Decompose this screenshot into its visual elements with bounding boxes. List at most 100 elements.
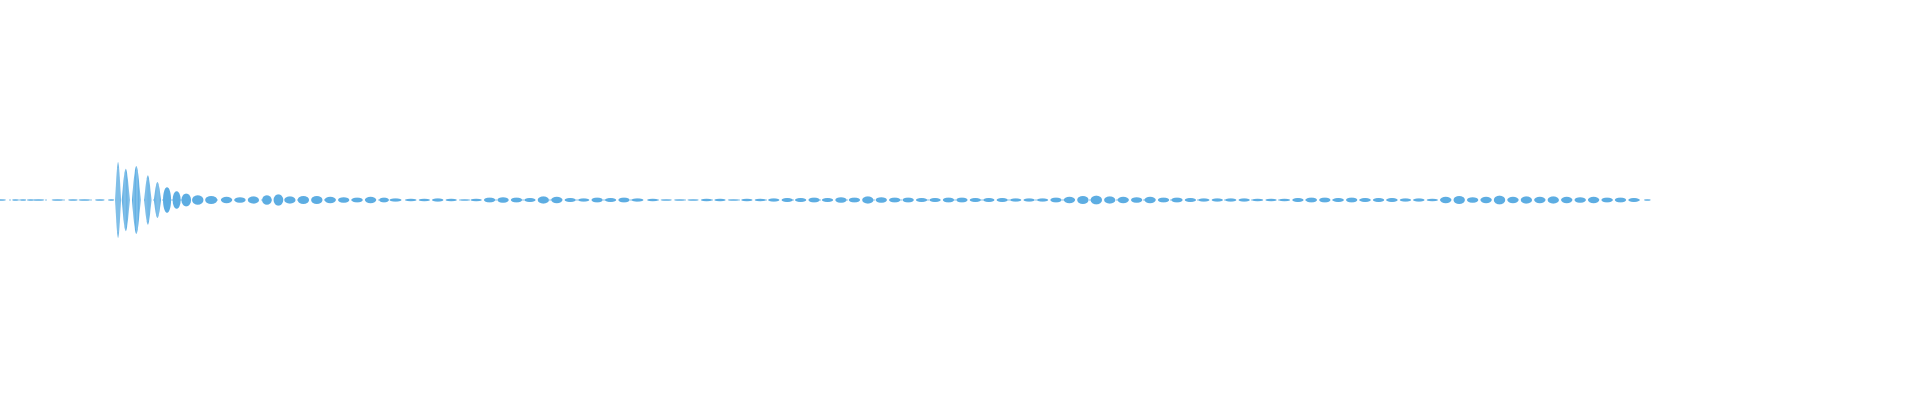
waveform-segment xyxy=(674,199,686,201)
waveform-segment xyxy=(1426,198,1438,202)
waveform-segment xyxy=(1413,198,1425,202)
waveform-segment xyxy=(1440,196,1452,204)
waveform-segment xyxy=(1010,198,1022,202)
waveform-segment xyxy=(524,198,536,202)
waveform-segment xyxy=(445,198,457,202)
waveform-segment xyxy=(153,182,162,218)
waveform-segment xyxy=(1238,198,1250,202)
waveform-segment xyxy=(687,199,699,201)
waveform-segment xyxy=(1211,198,1223,202)
waveform-segment xyxy=(284,196,296,204)
waveform-segment xyxy=(1077,196,1089,204)
waveform-segment xyxy=(379,197,389,203)
waveform-segment xyxy=(741,198,753,202)
waveform-segment xyxy=(1561,196,1573,204)
waveform-segment xyxy=(459,199,470,201)
waveform-segment xyxy=(604,198,617,202)
waveform-segment xyxy=(1104,196,1116,204)
waveform-segment xyxy=(821,198,834,202)
waveform-segment xyxy=(1117,196,1129,204)
waveform-segment xyxy=(794,198,807,202)
waveform-segment xyxy=(969,198,982,202)
waveform-segment xyxy=(862,196,874,204)
waveform-segment xyxy=(181,193,192,207)
waveform-segment xyxy=(1319,197,1331,203)
waveform-segment xyxy=(220,196,233,204)
waveform-segment xyxy=(1480,196,1492,204)
waveform-segment xyxy=(324,196,336,204)
waveform-segment xyxy=(192,195,204,205)
waveform-segment xyxy=(1265,198,1277,202)
waveform-segment xyxy=(1628,198,1640,202)
waveform-segment xyxy=(1278,198,1291,202)
waveform-segment xyxy=(1372,198,1385,202)
waveform-segment xyxy=(51,199,64,201)
waveform-segment xyxy=(483,197,496,203)
waveform-segment xyxy=(1547,196,1559,204)
waveform-segment xyxy=(1063,196,1076,204)
waveform-segment xyxy=(1090,195,1102,205)
waveform-segment xyxy=(1587,196,1600,204)
waveform-segment xyxy=(929,198,941,202)
waveform-segment xyxy=(1534,196,1546,204)
waveform-segment xyxy=(1292,198,1304,202)
waveform-segment xyxy=(405,198,417,202)
waveform-segment xyxy=(889,197,901,203)
waveform-segment xyxy=(1251,198,1264,202)
waveform-segment xyxy=(1644,199,1651,201)
waveform-segment xyxy=(1493,195,1506,205)
waveform-segment xyxy=(1225,198,1237,202)
waveform-segment xyxy=(1466,197,1479,203)
waveform-segment xyxy=(915,198,928,202)
waveform-segment xyxy=(311,196,323,204)
waveform-segment xyxy=(205,196,218,204)
waveform-segment xyxy=(1023,198,1035,202)
waveform-segment xyxy=(172,191,181,209)
waveform-segment xyxy=(591,197,603,203)
waveform-segment xyxy=(808,197,820,203)
waveform-segment xyxy=(389,198,402,202)
waveform-segment xyxy=(470,198,482,202)
waveform-segment xyxy=(12,199,19,201)
waveform-segment xyxy=(163,187,172,213)
waveform-segment xyxy=(647,198,659,202)
waveform-segment xyxy=(754,198,766,202)
waveform-segment xyxy=(1601,197,1613,203)
waveform-segment xyxy=(273,194,284,206)
waveform-segment xyxy=(902,197,914,203)
waveform-segment xyxy=(497,197,509,203)
waveform-segment xyxy=(1198,198,1210,202)
waveform-segment xyxy=(1171,197,1183,203)
waveform-segment xyxy=(1386,198,1398,202)
waveform-segment xyxy=(78,199,91,201)
waveform-segment xyxy=(247,196,260,204)
waveform-segment xyxy=(942,197,955,203)
waveform-segment xyxy=(714,198,726,202)
waveform-blobs xyxy=(0,162,1651,238)
waveform-segment xyxy=(32,199,45,201)
waveform-segment xyxy=(108,199,115,201)
waveform-segment xyxy=(95,199,105,201)
waveform-segment xyxy=(68,199,78,201)
waveform-segment xyxy=(835,197,847,203)
waveform-segment xyxy=(131,166,141,234)
waveform-segment xyxy=(631,198,644,202)
waveform-segment xyxy=(848,197,861,203)
waveform-segment xyxy=(618,197,630,203)
waveform-segment xyxy=(432,198,444,202)
waveform-segment xyxy=(727,199,740,201)
waveform-segment xyxy=(1144,196,1156,204)
waveform-segment xyxy=(1036,198,1049,202)
waveform-segment xyxy=(1359,198,1371,202)
waveform-segment xyxy=(700,198,713,202)
waveform-segment xyxy=(983,198,995,202)
waveform-segment xyxy=(551,196,563,204)
waveform-segment xyxy=(768,198,780,202)
waveform-segment xyxy=(115,162,121,238)
waveform-segment xyxy=(956,197,968,203)
waveform-segment xyxy=(1399,198,1412,202)
waveform-segment xyxy=(297,196,310,204)
waveform-segment xyxy=(1520,196,1533,204)
